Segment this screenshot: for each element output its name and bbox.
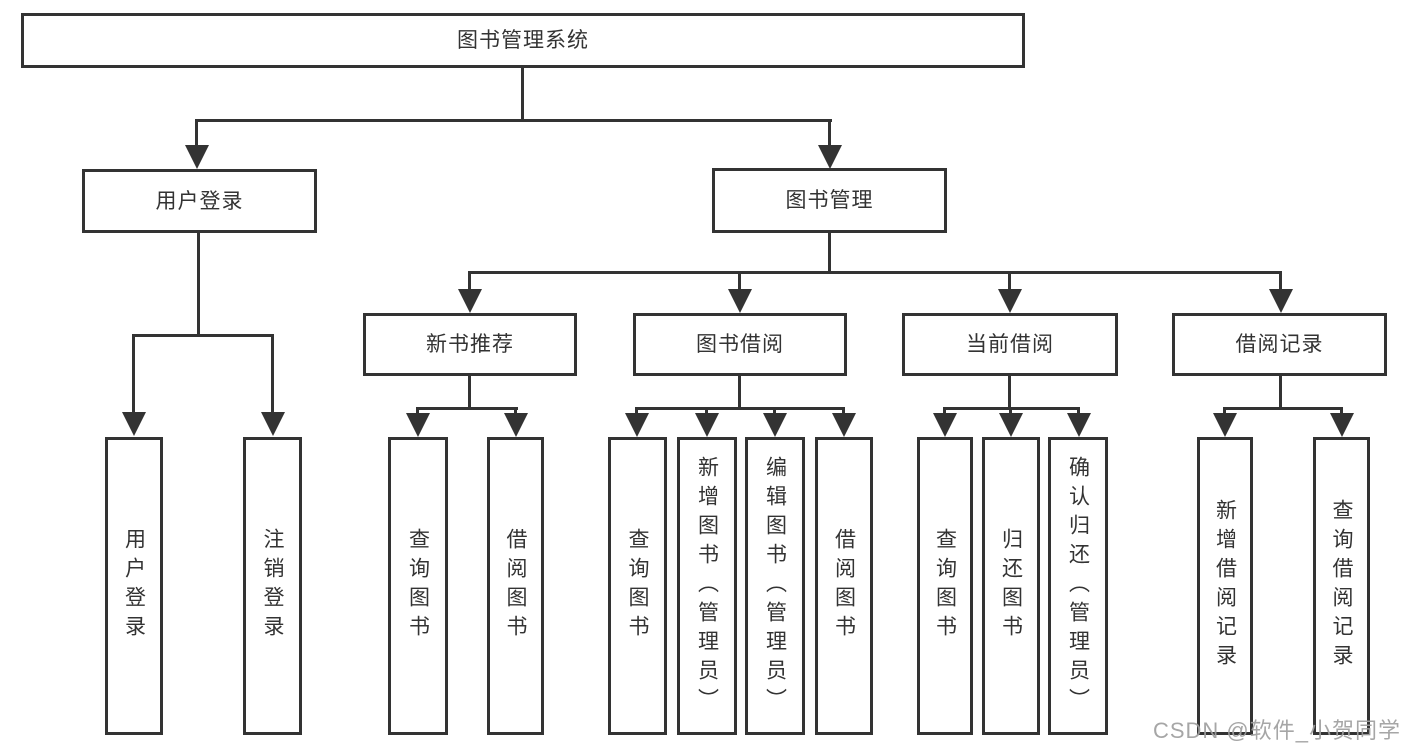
connector-records-branch: [1223, 407, 1343, 410]
node-label: 图书借阅: [696, 333, 784, 356]
node-label: 用户登录: [155, 189, 244, 213]
connector-user-stem: [197, 233, 200, 336]
leaf-return-books: 归还图书: [982, 437, 1040, 735]
connector-borrow-leaf2-drop: [705, 407, 708, 416]
connector-newbook-stem: [468, 376, 471, 409]
arrowhead-borrow-leaf2: [695, 413, 719, 437]
connector-user-login-drop: [195, 119, 198, 147]
leaf-label: 借阅图书: [504, 528, 527, 644]
connector-newbook-leaf2-drop: [514, 407, 517, 416]
connector-level3-branch: [468, 271, 1282, 274]
leaf-query-books-borrowing: 查询图书: [608, 437, 667, 735]
arrowhead-borrow-leaf4: [832, 413, 856, 437]
leaf-label: 确认归还（管理员）: [1066, 455, 1090, 717]
leaf-borrow-books-recommend: 借阅图书: [487, 437, 544, 735]
leaf-label: 新增图书（管理员）: [695, 455, 719, 717]
connector-records-stem: [1279, 376, 1282, 409]
leaf-query-borrow-record: 查询借阅记录: [1313, 437, 1370, 735]
connector-borrow-branch: [635, 407, 845, 410]
connector-root-stem: [521, 68, 524, 121]
leaf-label: 查询图书: [626, 528, 649, 644]
watermark: CSDN @软件_小贺同学: [1152, 718, 1401, 743]
arrowhead-borrow: [728, 289, 752, 313]
connector-current-leaf2-drop: [1009, 407, 1012, 416]
leaf-label: 编辑图书（管理员）: [763, 455, 787, 717]
node-book-management: 图书管理: [712, 168, 947, 233]
arrowhead-user-login: [185, 145, 209, 169]
connector-current-leaf3-drop: [1077, 407, 1080, 416]
connector-records-leaf2-drop: [1340, 407, 1343, 416]
node-current-borrowing: 当前借阅: [902, 313, 1118, 376]
leaf-label: 查询借阅记录: [1330, 499, 1353, 673]
arrowhead-newbook: [458, 289, 482, 313]
node-root: 图书管理系统: [21, 13, 1025, 68]
connector-user-branch: [132, 334, 274, 337]
node-label: 图书管理: [785, 189, 874, 212]
leaf-label: 注销登录: [261, 528, 284, 644]
leaf-confirm-return-admin: 确认归还（管理员）: [1048, 437, 1108, 735]
connector-borrow-leaf4-drop: [842, 407, 845, 416]
connector-newbook-drop: [468, 271, 471, 292]
leaf-edit-book-admin: 编辑图书（管理员）: [745, 437, 805, 735]
connector-records-leaf1-drop: [1223, 407, 1226, 416]
connector-newbook-leaf1-drop: [416, 407, 419, 416]
connector-borrow-stem: [738, 376, 741, 409]
leaf-query-books-recommend: 查询图书: [388, 437, 448, 735]
connector-current-stem: [1008, 376, 1011, 409]
leaf-label: 用户登录: [122, 528, 146, 644]
connector-current-leaf1-drop: [943, 407, 946, 416]
node-label: 新书推荐: [426, 333, 514, 356]
connector-user-leaf1-drop: [132, 334, 135, 414]
node-new-book-recommend: 新书推荐: [363, 313, 577, 376]
connector-records-drop: [1279, 271, 1282, 292]
arrowhead-current-leaf1: [933, 413, 957, 437]
leaf-label: 查询图书: [933, 528, 957, 644]
arrowhead-logout-leaf: [261, 412, 285, 436]
arrowhead-records: [1269, 289, 1293, 313]
leaf-logout: 注销登录: [243, 437, 302, 735]
node-user-login-group: 用户登录: [82, 169, 317, 233]
leaf-borrow-books-borrowing: 借阅图书: [815, 437, 873, 735]
connector-level2-branch: [196, 119, 832, 122]
arrowhead-borrow-leaf3: [763, 413, 787, 437]
arrowhead-current: [998, 289, 1022, 313]
node-borrowing-records: 借阅记录: [1172, 313, 1387, 376]
connector-book-mgmt-drop: [828, 119, 831, 147]
arrowhead-records-leaf2: [1330, 413, 1354, 437]
arrowhead-user-login-leaf: [122, 412, 146, 436]
connector-user-leaf2-drop: [271, 334, 274, 414]
connector-borrow-leaf1-drop: [635, 407, 638, 416]
arrowhead-newbook-leaf1: [406, 413, 430, 437]
node-book-borrowing: 图书借阅: [633, 313, 847, 376]
leaf-user-login: 用户登录: [105, 437, 163, 735]
connector-current-drop: [1008, 271, 1011, 292]
connector-borrow-leaf3-drop: [773, 407, 776, 416]
arrowhead-records-leaf1: [1213, 413, 1237, 437]
leaf-add-borrow-record: 新增借阅记录: [1197, 437, 1253, 735]
node-label: 借阅记录: [1235, 333, 1324, 356]
arrowhead-current-leaf3: [1067, 413, 1091, 437]
leaf-query-books-current: 查询图书: [917, 437, 973, 735]
arrowhead-newbook-leaf2: [504, 413, 528, 437]
arrowhead-borrow-leaf1: [625, 413, 649, 437]
leaf-label: 查询图书: [406, 528, 430, 644]
connector-mgmt-stem: [828, 233, 831, 273]
leaf-label: 借阅图书: [832, 528, 856, 644]
leaf-label: 新增借阅记录: [1213, 499, 1237, 673]
arrowhead-book-mgmt: [818, 145, 842, 169]
connector-newbook-branch: [416, 407, 518, 410]
arrowhead-current-leaf2: [999, 413, 1023, 437]
leaf-add-book-admin: 新增图书（管理员）: [677, 437, 737, 735]
node-label: 当前借阅: [966, 333, 1054, 356]
node-label: 图书管理系统: [457, 29, 589, 52]
leaf-label: 归还图书: [999, 528, 1023, 644]
connector-borrow-drop: [738, 271, 741, 292]
